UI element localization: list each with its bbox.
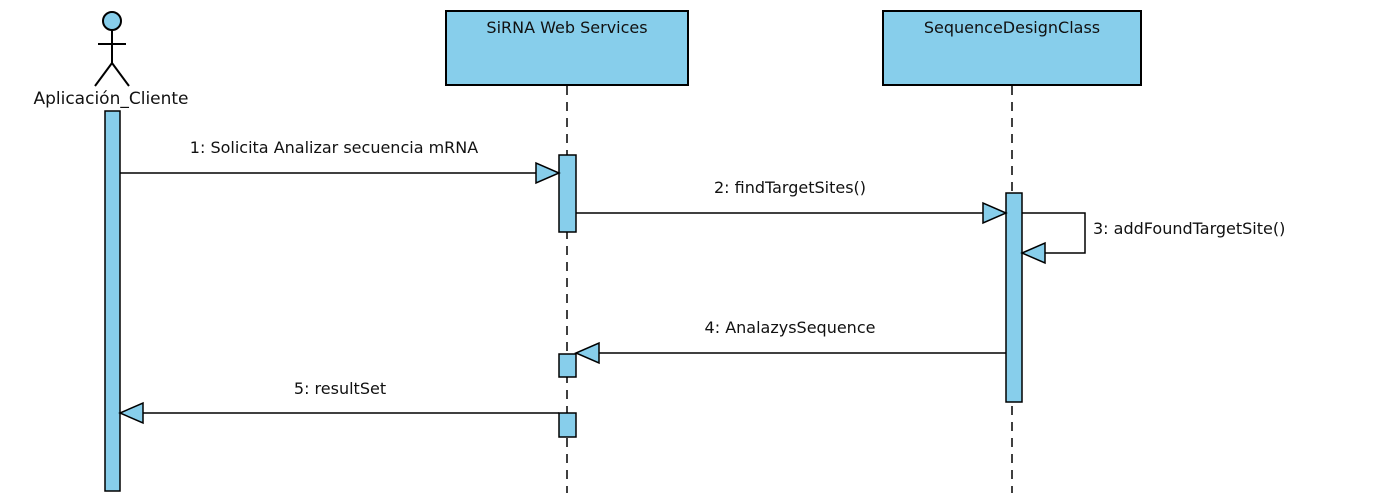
message-1-arrow: [120, 161, 561, 185]
lifeline-label-sequence-design-class: SequenceDesignClass: [924, 18, 1100, 37]
message-3-arrow: [1020, 212, 1086, 265]
lifeline-label-sirna-web-services: SiRNA Web Services: [486, 18, 647, 37]
activation-bar-actor: [104, 110, 121, 492]
message-2-arrow: [576, 201, 1008, 225]
message-4-label: 4: AnalazysSequence: [705, 318, 876, 337]
message-5-arrow: [118, 401, 559, 425]
message-5-label: 5: resultSet: [294, 379, 386, 398]
lifeline-head-sequence-design-class: [882, 10, 1142, 86]
activation-bar-sirna-3: [558, 412, 577, 438]
actor-figure-icon: [94, 11, 130, 87]
actor-leg-left: [94, 62, 113, 87]
actor-label: Aplicación_Cliente: [33, 89, 188, 109]
activation-bar-sirna-2: [558, 353, 577, 378]
activation-bar-sirna-1: [558, 154, 577, 233]
message-1-label: 1: Solicita Analizar secuencia mRNA: [190, 138, 478, 157]
message-4-arrow: [574, 341, 1006, 365]
actor-leg-right: [111, 62, 130, 87]
activation-bar-sequence-design: [1005, 192, 1023, 403]
actor-head: [102, 11, 122, 31]
lifeline-head-sirna-web-services: [445, 10, 689, 86]
message-2-label: 2: findTargetSites(): [714, 178, 866, 197]
message-3-label: 3: addFoundTargetSite(): [1093, 219, 1285, 238]
